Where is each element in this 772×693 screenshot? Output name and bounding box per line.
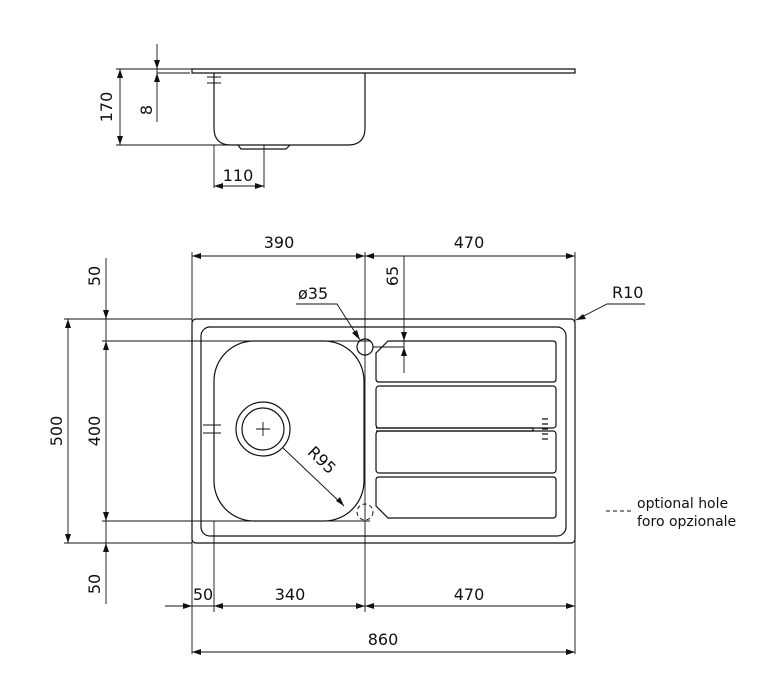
dim-r10-label: R10 xyxy=(612,283,643,302)
drainer-groove-4 xyxy=(375,476,557,519)
drainer-groove-2 xyxy=(375,385,557,429)
dim-500-label: 500 xyxy=(47,416,66,447)
side-view-top-slab xyxy=(191,68,576,74)
drain-center-cross xyxy=(256,422,270,436)
side-view: 170 8 110 xyxy=(97,44,576,189)
dim-400-label: 400 xyxy=(85,416,104,447)
dim-50-left-label: 50 xyxy=(193,585,213,604)
drainer-groove-3 xyxy=(375,430,557,474)
dim-110-label: 110 xyxy=(223,166,254,185)
dim-170-extension-lines xyxy=(116,68,240,146)
side-view-drain-outlet xyxy=(237,144,291,150)
dim-860-label: 860 xyxy=(368,630,399,649)
dim-8-lines xyxy=(156,44,190,122)
dim-r10-leader xyxy=(575,303,645,321)
drain-outer-ring xyxy=(235,401,291,457)
legend-optional-hole: optional hole foro opzionale xyxy=(606,496,736,530)
drain-inner-ring xyxy=(241,407,285,451)
dim-50-bottom-label: 50 xyxy=(85,574,104,594)
dim-340-label: 340 xyxy=(275,585,306,604)
dim-65-label: 65 xyxy=(383,266,402,286)
dim-470-top-label: 470 xyxy=(454,233,485,252)
bowl-center-mark xyxy=(203,418,221,440)
side-view-center-mark xyxy=(207,73,221,90)
dim-8-label: 8 xyxy=(137,105,156,115)
top-view: 390 470 65 ø35 R10 R95 500 400 50 50 50 … xyxy=(47,233,645,655)
sink-inner-rim xyxy=(200,326,567,537)
drainer-groove-1 xyxy=(375,340,557,383)
side-view-bowl-profile xyxy=(213,73,366,146)
dim-170-label: 170 xyxy=(97,92,116,123)
dim-50-top-label: 50 xyxy=(85,266,104,286)
drainer-slot xyxy=(376,427,534,432)
dim-390-label: 390 xyxy=(264,233,295,252)
legend-text-it: foro opzionale xyxy=(637,514,736,530)
dim-r95-leader xyxy=(282,447,345,507)
dim-470-bottom-label: 470 xyxy=(454,585,485,604)
legend-text-en: optional hole xyxy=(637,496,728,512)
drainer-slot-end xyxy=(542,418,548,440)
dim-diameter-label: ø35 xyxy=(298,284,328,303)
dim-diameter-leader xyxy=(296,303,361,341)
